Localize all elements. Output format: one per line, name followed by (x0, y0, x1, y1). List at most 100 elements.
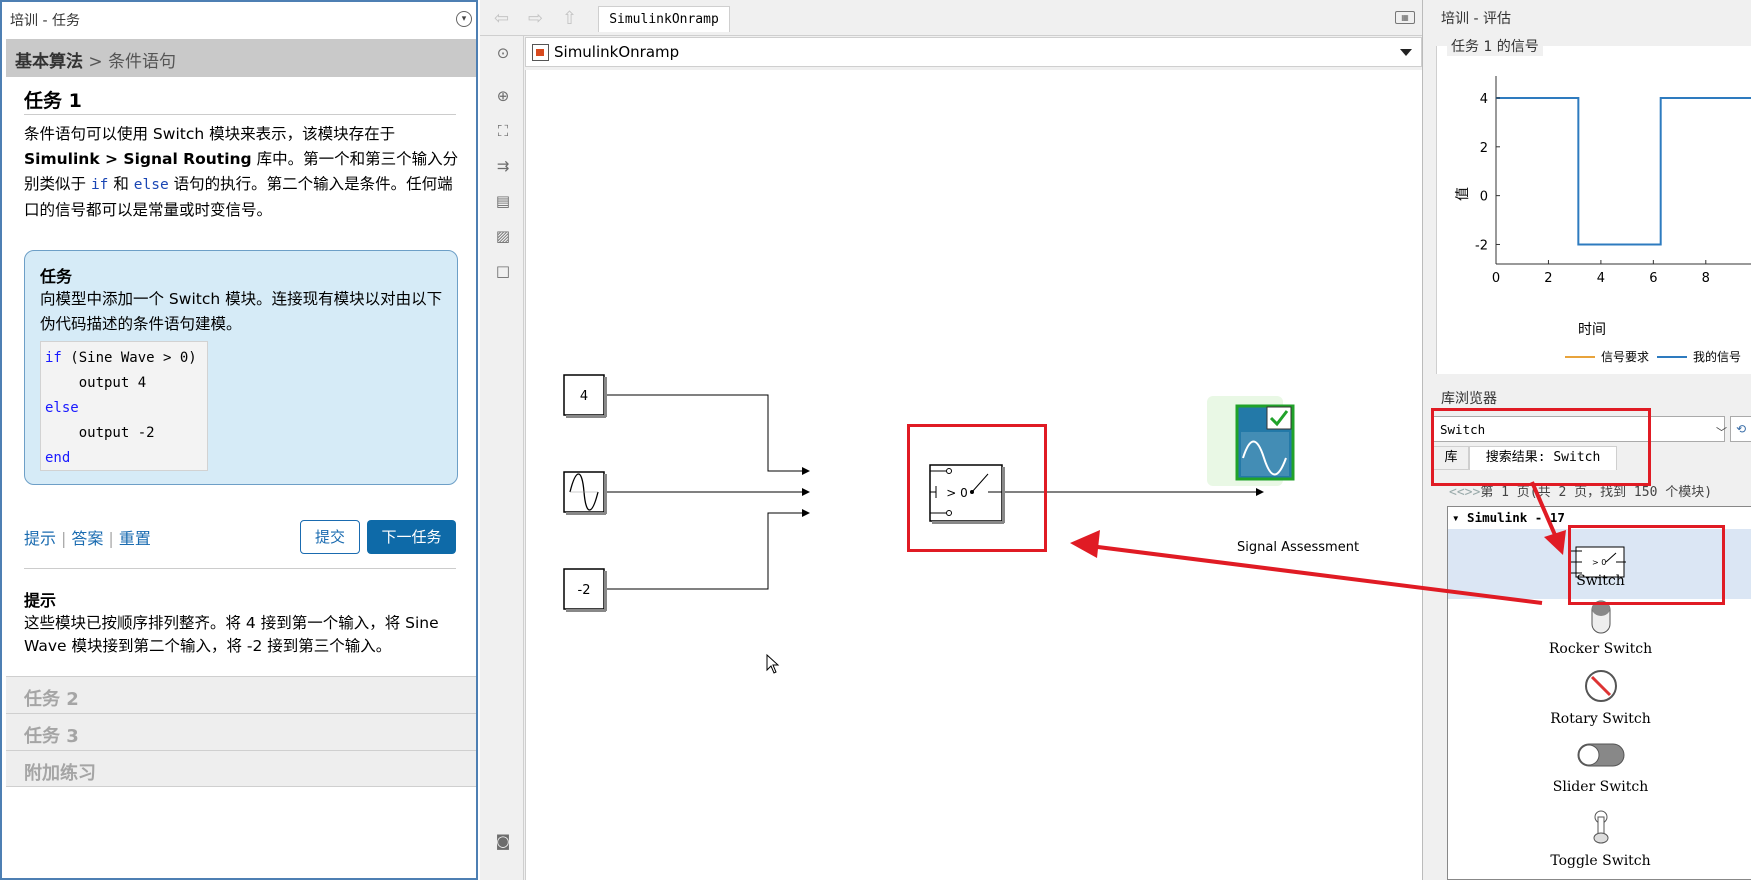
task-panel-title: 培训 - 任务 (10, 13, 80, 29)
accordion-task-2[interactable]: 任务 2 (6, 676, 476, 713)
legend-signal-requirement: 信号要求 (1601, 350, 1649, 364)
tab-library[interactable]: 库 (1433, 446, 1469, 470)
hint-link[interactable]: 提示 (24, 529, 57, 548)
arrow-path-icon[interactable]: ⇉ (496, 157, 510, 175)
x-tick-label: 6 (1649, 271, 1657, 286)
constant-block-4[interactable]: 4 (563, 374, 607, 418)
next-task-button[interactable]: 下一任务 (367, 520, 456, 554)
library-item-slider-switch[interactable]: Slider Switch (1448, 739, 1751, 809)
library-item-label: Toggle Switch (1550, 853, 1651, 869)
pager-next[interactable]: >> (1464, 485, 1481, 500)
pager-text: 第 1 页(共 2 页，找到 150 个模块) (1480, 485, 1713, 500)
plot-background (1437, 46, 1751, 374)
model-canvas[interactable]: 4 -2 (525, 70, 1422, 880)
breadcrumb: 基本算法 > 条件语句 (6, 39, 476, 77)
hint-heading: 提示 (24, 591, 57, 610)
y-tick-label: 2 (1480, 141, 1488, 156)
submit-button[interactable]: 提交 (300, 520, 360, 554)
task-panel: 培训 - 任务 ▾ 基本算法 > 条件语句 任务 1 条件语句可以使用 Swit… (0, 0, 478, 880)
switch-block[interactable]: > 0 (929, 464, 1005, 524)
signal-plot-title: 任务 1 的信号 (1447, 36, 1543, 56)
chevron-down-icon[interactable]: ﹀ (1716, 426, 1727, 439)
image-icon[interactable]: ▨ (495, 227, 511, 245)
library-item-toggle-switch[interactable]: Toggle Switch (1448, 809, 1751, 879)
y-tick-label: 4 (1480, 92, 1488, 107)
switch-threshold: > 0 (946, 486, 968, 500)
plot-legend: 信号要求 我的信号 (1565, 349, 1741, 364)
legend-my-signal: 我的信号 (1693, 349, 1741, 364)
reset-link[interactable]: 重置 (118, 529, 151, 548)
mouse-cursor-icon (766, 653, 780, 674)
switch-block-icon: > 0 (1570, 546, 1626, 578)
library-item-label: Slider Switch (1552, 779, 1649, 795)
back-arrow-icon[interactable]: ⇦ (494, 8, 510, 29)
accordion-extra-exercises[interactable]: 附加练习 (6, 750, 476, 787)
constant-neg2-value: -2 (578, 583, 591, 598)
y-tick-label: -2 (1475, 238, 1488, 253)
tab-search-results[interactable]: 搜索结果: Switch (1469, 446, 1617, 470)
hide-browser-icon[interactable]: ⊙ (496, 44, 510, 62)
result-group-header[interactable]: ▾ Simulink - 17 (1452, 510, 1565, 525)
chevron-down-icon[interactable] (1400, 49, 1412, 56)
up-arrow-icon[interactable]: ⇧ (562, 8, 578, 29)
fit-to-view-icon[interactable]: ⛶ (497, 122, 509, 140)
pager-prev[interactable]: << (1449, 485, 1465, 500)
wire-const4-to-switch[interactable] (604, 394, 810, 475)
signal-assessment-label: Signal Assessment (1237, 540, 1360, 555)
constant-4-value: 4 (580, 389, 588, 404)
editor-toolbar: ⊙ ⊕ ⛶ ⇉ ▤ ▨ □ ◙ (480, 36, 524, 880)
task-box-text: 向模型中添加一个 Switch 模块。连接现有模块以对由以下伪代码描述的条件语句… (40, 290, 443, 333)
divider (24, 114, 456, 115)
rotary-switch-icon (1585, 670, 1617, 702)
model-path: SimulinkOnramp (554, 43, 680, 61)
accordion-task-3[interactable]: 任务 3 (6, 713, 476, 750)
task-1-description: 条件语句可以使用 Switch 模块来表示，该模块存在于 Simulink > … (24, 125, 459, 219)
breadcrumb-page: 条件语句 (108, 52, 177, 72)
answer-link[interactable]: 答案 (71, 529, 104, 548)
model-editor: ⇦ ⇨ ⇧ SimulinkOnramp ▦ ⊙ ⊕ ⛶ ⇉ ▤ ▨ □ ◙ S… (480, 0, 1422, 880)
search-results-list: ▾ Simulink - 17 > 0 Switch Rocker Switch (1447, 506, 1751, 880)
library-item-switch[interactable]: > 0 Switch (1448, 529, 1751, 599)
library-item-rocker-switch[interactable]: Rocker Switch (1448, 599, 1751, 669)
chevron-down-icon[interactable]: ▾ (456, 11, 472, 27)
divider (24, 568, 456, 569)
keyboard-icon[interactable]: ▦ (1395, 11, 1415, 24)
signal-assessment-block[interactable] (1207, 396, 1295, 486)
forward-arrow-icon[interactable]: ⇨ (528, 8, 544, 29)
task-box-heading: 任务 (40, 267, 73, 286)
breadcrumb-separator: > (83, 52, 109, 72)
svg-text:> 0: > 0 (1592, 558, 1606, 567)
tab-simulinkonramp[interactable]: SimulinkOnramp (598, 6, 730, 32)
library-browser-title: 库浏览器 (1441, 391, 1497, 407)
library-search-input[interactable]: Switch ﹀ (1433, 416, 1727, 442)
x-tick-label: 8 (1702, 271, 1710, 286)
hint-text: 这些模块已按顺序排列整齐。将 4 接到第一个输入，将 Sine Wave 模块接… (24, 614, 439, 655)
block-diagram[interactable]: 4 -2 (526, 70, 1423, 880)
series-line-my-signal (1496, 96, 1751, 246)
model-icon (532, 44, 549, 61)
assessment-panel-title: 培训 - 评估 (1441, 11, 1511, 27)
model-address-bar[interactable]: SimulinkOnramp (525, 37, 1422, 67)
library-item-label: Rotary Switch (1550, 711, 1651, 727)
library-item-rotary-switch[interactable]: Rotary Switch (1448, 669, 1751, 739)
toggle-switch-icon (1593, 810, 1609, 844)
y-tick-label: 0 (1480, 190, 1488, 205)
plot-y-label: 值 (1455, 187, 1471, 201)
search-options-icon[interactable]: ⟲ (1730, 416, 1751, 442)
library-item-label: Rocker Switch (1548, 641, 1653, 657)
sine-wave-block[interactable] (563, 471, 607, 515)
zoom-in-icon[interactable]: ⊕ (496, 87, 510, 105)
pseudo-code: if (Sine Wave > 0) output 4 else output … (40, 341, 208, 471)
slider-switch-icon (1577, 743, 1625, 767)
x-tick-label: 0 (1492, 271, 1500, 286)
wire-constneg2-to-switch[interactable] (604, 509, 810, 590)
breadcrumb-section[interactable]: 基本算法 (15, 52, 83, 72)
x-tick-label: 4 (1597, 271, 1605, 286)
screenshot-icon[interactable]: ◙ (495, 832, 511, 850)
annotation-icon[interactable]: ▤ (495, 192, 511, 210)
constant-block-neg2[interactable]: -2 (563, 568, 607, 612)
area-icon[interactable]: □ (495, 262, 511, 280)
